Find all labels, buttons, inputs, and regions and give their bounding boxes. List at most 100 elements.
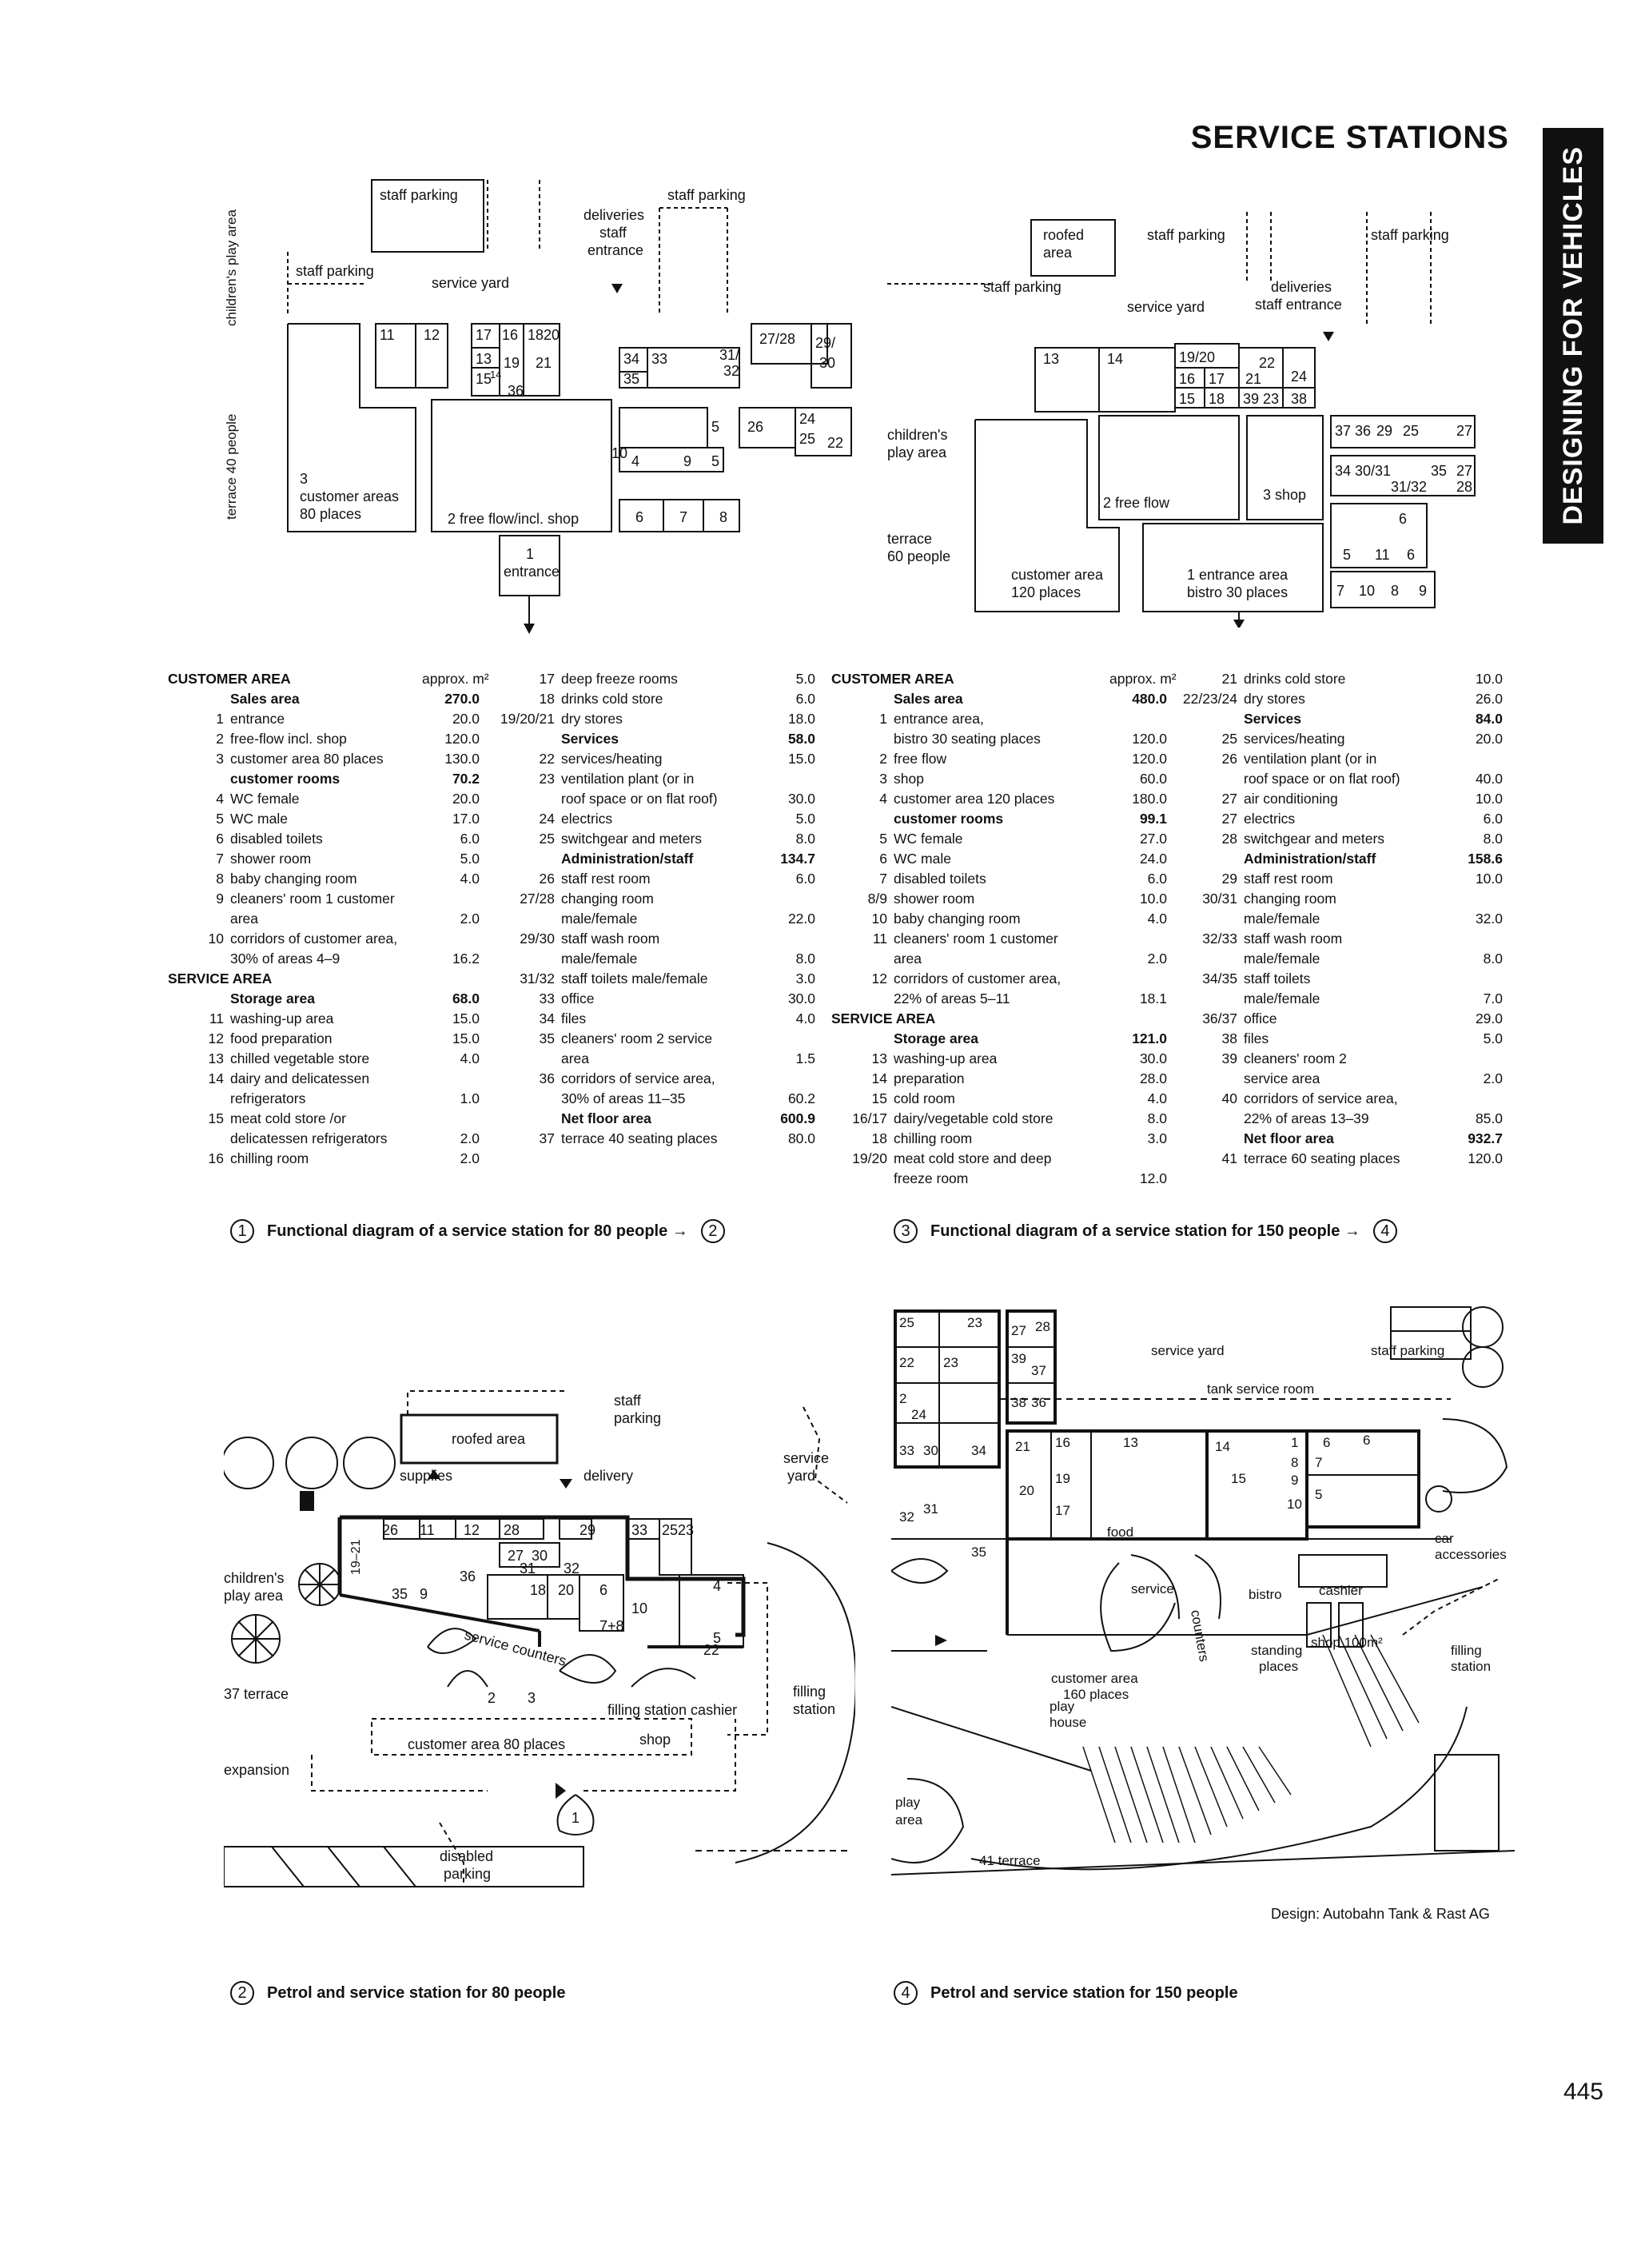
row-label: free-flow incl. shop — [230, 731, 347, 747]
room-17: 17 — [1209, 371, 1225, 387]
row-label: corridors of service area, — [1244, 1090, 1398, 1106]
caption-figure-2: 2 Petrol and service station for 80 peop… — [230, 1981, 565, 2005]
row-number — [1181, 1069, 1244, 1089]
row-label: cleaners' room 1 customer — [894, 931, 1058, 947]
row-value: approx. m² — [1109, 671, 1177, 687]
row-number: 6 — [216, 831, 224, 847]
room-19-21: 19–21 — [349, 1539, 363, 1575]
row-label: dry stores — [1244, 691, 1305, 707]
label-yard: yard — [787, 1468, 815, 1484]
room-28: 28 — [504, 1522, 520, 1538]
row-label: Storage area — [230, 991, 316, 1006]
row-value: 17.0 — [452, 811, 480, 827]
row-number: 31/32 — [520, 971, 555, 987]
row-number: 23 — [539, 771, 555, 787]
room-5: 5 — [713, 1630, 721, 1646]
label-service: service — [783, 1450, 829, 1466]
row-label: drinks cold store — [561, 691, 663, 707]
row-value: 180.0 — [1132, 791, 1167, 807]
label-food: food — [1107, 1525, 1133, 1540]
row-number: 39 — [1221, 1050, 1237, 1066]
row-label: cleaners' room 2 — [1244, 1050, 1347, 1066]
label-160-places: 160 places — [1063, 1687, 1129, 1702]
room-29: 29 — [1376, 423, 1392, 439]
room-25: 25 — [799, 431, 815, 447]
room-4: 4 — [631, 453, 639, 469]
row-value — [1445, 1089, 1503, 1109]
label-counters: counters — [1188, 1608, 1212, 1663]
row-label: customer area 80 places — [230, 751, 384, 767]
row-value — [1445, 889, 1503, 909]
row-label: files — [561, 1010, 587, 1026]
floor-plan-80: staff parking roofed area supplies deliv… — [224, 1390, 855, 1887]
row-label: terrace 60 seating places — [1244, 1150, 1400, 1166]
row-label: shop — [894, 771, 924, 787]
room-12: 12 — [464, 1522, 480, 1538]
row-label: freeze room — [894, 1170, 969, 1186]
label-house: house — [1050, 1715, 1086, 1730]
table-row: 41 terrace 60 seating places 120.0 — [1181, 1149, 1503, 1169]
row-label: 30% of areas 4–9 — [230, 951, 341, 967]
row-label: Storage area — [894, 1030, 979, 1046]
room-34: 34 — [1335, 463, 1351, 479]
label-shop: shop 100m² — [1311, 1635, 1383, 1650]
label-play: play — [895, 1795, 921, 1810]
row-number: 30/31 — [1202, 891, 1237, 907]
functional-diagram-150: roofed area staff parking staff parking … — [887, 212, 1476, 628]
caption-text: Functional diagram of a service station … — [930, 1222, 1360, 1240]
row-number: 29 — [1221, 871, 1237, 887]
row-number — [499, 909, 561, 929]
table-row: 39 cleaners' room 2 — [1181, 1049, 1503, 1069]
label-staff-parking: staff parking — [380, 187, 458, 203]
row-value: 6.0 — [1147, 871, 1167, 887]
row-value: 120.0 — [1132, 751, 1167, 767]
row-label: customer area 120 places — [894, 791, 1055, 807]
label-parking: parking — [444, 1866, 491, 1882]
row-value: 20.0 — [452, 791, 480, 807]
row-number: 26 — [1221, 751, 1237, 767]
row-label: cleaners' room 2 service — [561, 1030, 713, 1046]
room-38: 38 — [1291, 391, 1307, 407]
row-number: 41 — [1221, 1150, 1237, 1166]
room-18: 18 — [530, 1582, 546, 1598]
room-6: 6 — [635, 509, 643, 525]
row-number — [831, 729, 894, 749]
label-customer-area: customer area — [1011, 567, 1104, 583]
row-label: meat cold store /or — [230, 1110, 346, 1126]
row-value: 120.0 — [1468, 1150, 1503, 1166]
row-number: 28 — [1221, 831, 1237, 847]
row-number: 35 — [539, 1030, 555, 1046]
room-22: 22 — [827, 435, 843, 451]
row-label: corridors of customer area, — [230, 931, 398, 947]
row-label: terrace 40 seating places — [561, 1130, 718, 1146]
row-number: 4 — [879, 791, 887, 807]
caption-text: Functional diagram of a service station … — [267, 1222, 688, 1240]
figure-ref: 2 — [700, 1219, 725, 1243]
row-label: staff wash room — [1244, 931, 1343, 947]
row-label: disabled toilets — [894, 871, 986, 887]
room-4: 4 — [713, 1578, 721, 1594]
row-value: 26.0 — [1475, 691, 1503, 707]
row-value: 18.0 — [787, 711, 815, 727]
row-value: 8.0 — [1147, 1110, 1167, 1126]
room-33: 33 — [631, 1522, 647, 1538]
label-terrace: 41 terrace — [979, 1853, 1041, 1868]
caption-figure-3: 3 Functional diagram of a service statio… — [894, 1219, 1397, 1243]
room-31: 31 — [923, 1501, 938, 1517]
row-label: male/female — [561, 911, 638, 927]
room-19: 19 — [504, 355, 520, 371]
